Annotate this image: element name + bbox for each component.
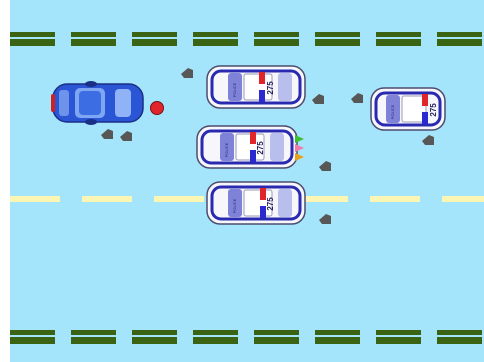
police-car: 275 POLICE bbox=[196, 124, 300, 170]
move-arrow-icon[interactable] bbox=[421, 134, 435, 146]
lane-marker-top bbox=[193, 32, 238, 46]
car-side-text: POLICE bbox=[232, 82, 237, 97]
player-car[interactable] bbox=[51, 80, 147, 126]
pink-flag-icon bbox=[295, 144, 304, 152]
lane-marker-bottom bbox=[132, 330, 177, 344]
lane-marker-bottom bbox=[193, 330, 238, 344]
center-line-dash bbox=[370, 196, 420, 202]
car-side-text: POLICE bbox=[390, 104, 395, 119]
green-flag-icon bbox=[295, 135, 304, 143]
move-arrow-icon[interactable] bbox=[100, 128, 114, 140]
lane-marker-top bbox=[132, 32, 177, 46]
lane-marker-bottom bbox=[376, 330, 421, 344]
police-car: 275 POLICE bbox=[206, 180, 308, 226]
center-line-dash bbox=[442, 196, 484, 202]
lane-marker-bottom bbox=[315, 330, 360, 344]
orange-flag-icon bbox=[295, 153, 304, 161]
lane-marker-bottom bbox=[437, 330, 482, 344]
lane-marker-top bbox=[315, 32, 360, 46]
lane-marker-top bbox=[437, 32, 482, 46]
center-line-dash bbox=[154, 196, 204, 202]
lane-marker-top bbox=[10, 32, 55, 46]
center-line-dash bbox=[82, 196, 132, 202]
move-arrow-icon[interactable] bbox=[318, 213, 332, 225]
car-side-text: POLICE bbox=[232, 198, 237, 213]
lane-marker-bottom bbox=[10, 330, 55, 344]
police-car: 275 POLICE bbox=[370, 86, 446, 132]
car-side-text: POLICE bbox=[224, 142, 229, 157]
car-number: 275 bbox=[266, 81, 275, 95]
lane-marker-bottom bbox=[254, 330, 299, 344]
move-arrow-icon[interactable] bbox=[318, 160, 332, 172]
player-marker-dot bbox=[149, 100, 165, 116]
lane-marker-top bbox=[254, 32, 299, 46]
police-car: 275 POLICE bbox=[206, 64, 308, 110]
car-number: 275 bbox=[429, 103, 438, 117]
move-arrow-icon[interactable] bbox=[119, 130, 133, 142]
flag-markers bbox=[293, 134, 307, 164]
car-number: 275 bbox=[256, 141, 265, 155]
lane-marker-top bbox=[376, 32, 421, 46]
lane-marker-bottom bbox=[71, 330, 116, 344]
lane-marker-top bbox=[71, 32, 116, 46]
center-line-dash bbox=[10, 196, 60, 202]
car-number: 275 bbox=[266, 197, 275, 211]
move-arrow-icon[interactable] bbox=[311, 93, 325, 105]
move-arrow-icon[interactable] bbox=[350, 92, 364, 104]
move-arrow-icon[interactable] bbox=[180, 67, 194, 79]
